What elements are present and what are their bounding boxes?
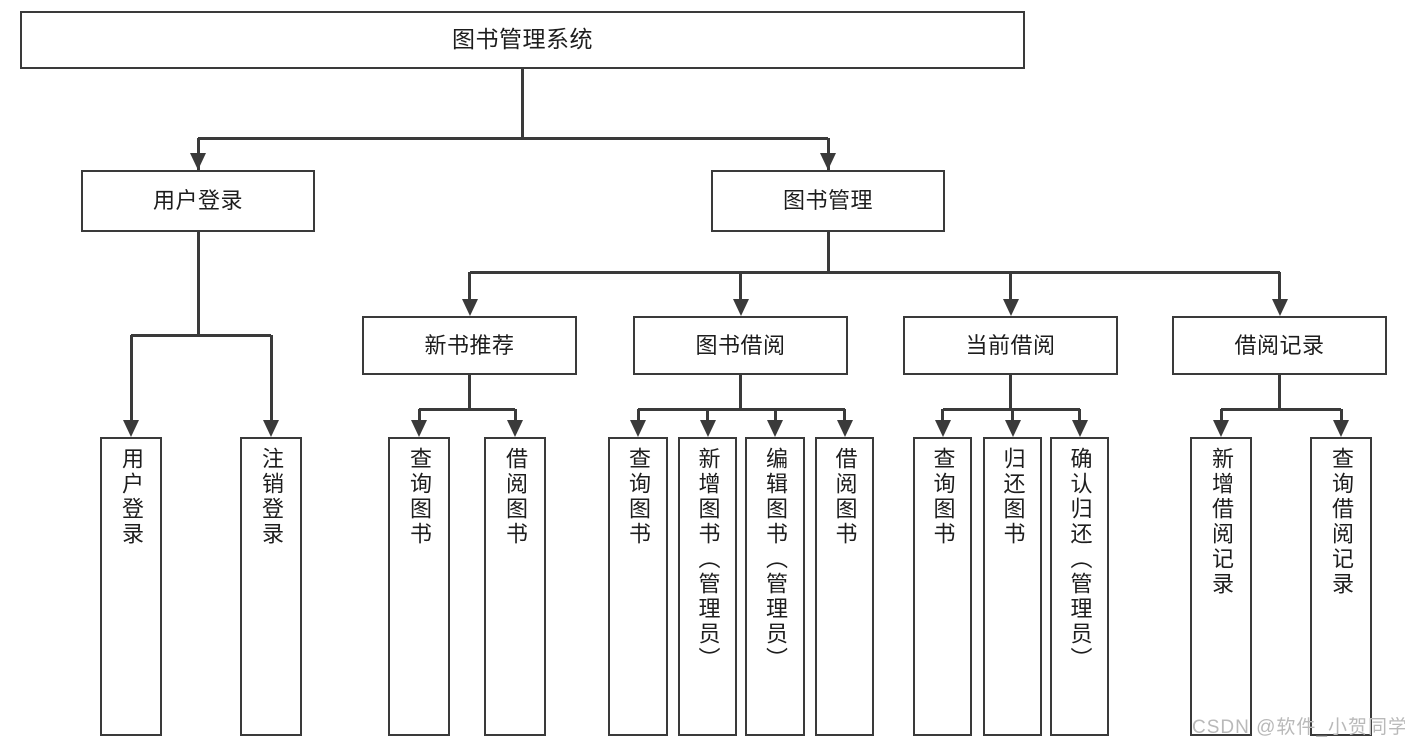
connector-root-stem <box>521 69 524 138</box>
connector-to-new-book-recommend <box>468 272 471 300</box>
node-leaf-current-confirm-return-admin[interactable]: 确认归还（管理员） <box>1050 437 1109 736</box>
node-leaf-current-return-book[interactable]: 归还图书 <box>983 437 1042 736</box>
arrowhead-to-leaf-bor-borrow-book <box>836 420 853 437</box>
connector-to-book-borrow <box>739 272 742 300</box>
node-label: 编辑图书（管理员） <box>763 447 788 672</box>
connector-to-leaf-user-logout <box>269 335 273 421</box>
arrowhead-to-leaf-rec-query-record <box>1333 420 1349 437</box>
connector-book-management-bus <box>469 270 1280 274</box>
node-label: 新增借阅记录 <box>1209 447 1234 597</box>
node-leaf-recommend-borrow-book[interactable]: 借阅图书 <box>484 437 546 736</box>
node-label: 图书管理 <box>782 188 873 214</box>
node-label: 当前借阅 <box>965 332 1056 358</box>
connector-to-leaf-rec-query-record <box>1339 409 1343 421</box>
node-label: 借阅记录 <box>1234 332 1325 358</box>
connector-to-leaf-rec-query-book <box>417 409 421 421</box>
node-user-login[interactable]: 用户登录 <box>81 170 315 232</box>
connector-to-leaf-bor-edit-book <box>773 409 777 421</box>
arrowhead-to-book-borrow <box>732 299 749 316</box>
arrowhead-to-leaf-rec-query-book <box>411 420 427 437</box>
node-label: 确认归还（管理员） <box>1067 447 1093 672</box>
arrowhead-to-leaf-rec-add-record <box>1213 420 1229 437</box>
node-label: 归还图书 <box>1000 447 1026 547</box>
node-leaf-borrow-borrow-book[interactable]: 借阅图书 <box>815 437 874 736</box>
node-current-borrow[interactable]: 当前借阅 <box>903 316 1118 375</box>
connector-new-book-recommend-stem <box>468 375 471 409</box>
connector-to-leaf-bor-add-book <box>706 409 709 421</box>
node-label: 图书管理系统 <box>452 26 593 53</box>
node-leaf-current-query-book[interactable]: 查询图书 <box>913 437 972 736</box>
connector-user-login-bus <box>131 333 271 337</box>
arrowhead-to-current-borrow <box>1002 299 1019 316</box>
watermark-credit: CSDN @软件_小贺同学 <box>1192 717 1405 738</box>
connector-borrow-record-bus <box>1221 407 1341 411</box>
node-borrow-record[interactable]: 借阅记录 <box>1172 316 1387 375</box>
node-root-book-management-system[interactable]: 图书管理系统 <box>20 11 1025 69</box>
connector-to-leaf-bor-borrow-book <box>843 409 846 421</box>
node-label: 查询借阅记录 <box>1329 447 1354 597</box>
node-new-book-recommend[interactable]: 新书推荐 <box>362 316 577 375</box>
connector-borrow-record-stem <box>1278 375 1281 409</box>
node-label: 借阅图书 <box>503 447 528 547</box>
connector-to-leaf-user-login <box>129 335 133 421</box>
connector-to-leaf-bor-query-book <box>636 409 640 421</box>
connector-new-book-recommend-bus <box>419 407 515 411</box>
node-label: 注销登录 <box>259 447 284 547</box>
arrowhead-to-leaf-bor-add-book <box>699 420 716 437</box>
arrowhead-to-leaf-cur-query-book <box>934 420 951 437</box>
node-leaf-recommend-query-book[interactable]: 查询图书 <box>388 437 450 736</box>
node-label: 新书推荐 <box>424 332 515 358</box>
connector-to-current-borrow <box>1009 272 1012 300</box>
arrowhead-to-user-login <box>190 153 206 170</box>
arrowhead-to-new-book-recommend <box>461 299 478 316</box>
node-label: 用户登录 <box>152 188 243 214</box>
arrowhead-to-leaf-rec-borrow-book <box>507 420 523 437</box>
arrowhead-to-borrow-record <box>1271 299 1288 316</box>
node-leaf-borrow-add-book-admin[interactable]: 新增图书（管理员） <box>678 437 737 736</box>
node-label: 借阅图书 <box>832 447 858 547</box>
node-leaf-borrow-edit-book-admin[interactable]: 编辑图书（管理员） <box>745 437 805 736</box>
arrowhead-to-book-manage <box>820 153 836 170</box>
connector-user-login-stem <box>196 232 200 335</box>
node-leaf-user-logout[interactable]: 注销登录 <box>240 437 302 736</box>
connector-to-leaf-rec-add-record <box>1219 409 1223 421</box>
node-book-borrow[interactable]: 图书借阅 <box>633 316 848 375</box>
node-label: 新增图书（管理员） <box>695 447 721 672</box>
node-leaf-borrow-query-book[interactable]: 查询图书 <box>608 437 668 736</box>
arrowhead-to-leaf-cur-confirm <box>1071 420 1088 437</box>
node-leaf-user-login[interactable]: 用户登录 <box>100 437 162 736</box>
arrowhead-to-leaf-user-logout <box>263 420 279 437</box>
node-label: 查询图书 <box>930 447 956 547</box>
connector-book-borrow-bus <box>638 407 845 411</box>
node-leaf-record-add-borrow-record[interactable]: 新增借阅记录 <box>1190 437 1252 736</box>
connector-book-management-stem <box>826 232 830 272</box>
connector-to-leaf-cur-confirm <box>1078 409 1081 421</box>
node-label: 查询图书 <box>626 447 651 547</box>
arrowhead-to-leaf-bor-query-book <box>630 420 646 437</box>
node-leaf-record-query-borrow-record[interactable]: 查询借阅记录 <box>1310 437 1372 736</box>
arrowhead-to-leaf-bor-edit-book <box>767 420 783 437</box>
arrowhead-to-leaf-user-login <box>123 420 139 437</box>
connector-book-borrow-stem <box>739 375 742 409</box>
connector-to-leaf-cur-return-book <box>1011 409 1014 421</box>
connector-root-bus <box>198 136 828 140</box>
connector-to-leaf-cur-query-book <box>941 409 944 421</box>
node-label: 用户登录 <box>119 447 144 547</box>
node-label: 图书借阅 <box>695 332 786 358</box>
connector-current-borrow-stem <box>1009 375 1012 409</box>
node-label: 查询图书 <box>407 447 432 547</box>
connector-to-borrow-record <box>1278 272 1281 300</box>
node-book-management[interactable]: 图书管理 <box>711 170 945 232</box>
arrowhead-to-leaf-cur-return-book <box>1004 420 1021 437</box>
connector-to-leaf-rec-borrow-book <box>513 409 517 421</box>
